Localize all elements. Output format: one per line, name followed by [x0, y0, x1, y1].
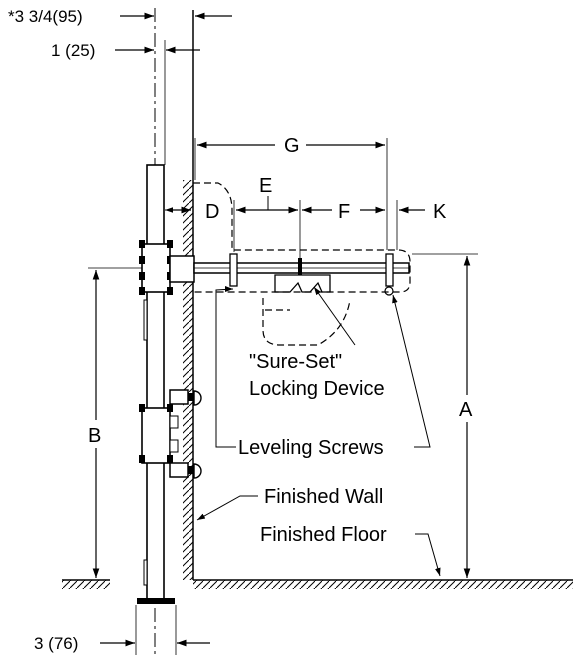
locking-device-label-line2: Locking Device: [249, 378, 385, 400]
dim-a: A: [412, 253, 478, 578]
wall-bolt-upper: [169, 389, 202, 406]
lower-bracket: [139, 404, 179, 464]
dim-a-label: A: [459, 399, 473, 421]
wall-bolt-lower: [169, 462, 202, 479]
callout-finished-wall: Finished Wall: [196, 486, 383, 521]
finished-wall-label: Finished Wall: [264, 486, 383, 508]
dim-k-label: K: [433, 201, 447, 223]
dim-k: K: [396, 200, 447, 250]
fixture-outline: [193, 182, 411, 346]
carrier-upright: [137, 164, 175, 604]
leveling-screws-label: Leveling Screws: [238, 437, 384, 459]
dim-top-offset-label: *3 3/4(95): [8, 7, 83, 26]
dim-e: E: [233, 175, 301, 258]
dim-g: G: [194, 135, 388, 250]
dim-g-label: G: [284, 135, 300, 157]
dim-e-label: E: [259, 175, 272, 197]
finished-floor-label: Finished Floor: [260, 524, 387, 546]
dim-centerline-offset-label: 1 (25): [51, 41, 95, 60]
finished-floor: [62, 579, 573, 589]
dim-d-label: D: [205, 201, 219, 223]
dim-base-width: 3 (76): [34, 605, 210, 655]
dim-base-width-label: 3 (76): [34, 634, 78, 653]
callout-finished-floor: Finished Floor: [260, 524, 441, 577]
dim-f-label: F: [338, 201, 350, 223]
locking-device-label-line1: "Sure-Set": [249, 351, 342, 373]
dim-centerline-offset: 1 (25): [51, 40, 200, 165]
finished-wall: [183, 10, 194, 580]
dim-top-offset: *3 3/4(95): [8, 7, 232, 26]
dim-f: F: [302, 201, 385, 223]
dim-d: D: [165, 201, 219, 223]
dim-b-label: B: [88, 425, 101, 447]
callout-leveling-screws: Leveling Screws: [215, 286, 431, 459]
dim-b: B: [88, 267, 142, 578]
callout-locking-device: "Sure-Set" Locking Device: [249, 286, 385, 400]
